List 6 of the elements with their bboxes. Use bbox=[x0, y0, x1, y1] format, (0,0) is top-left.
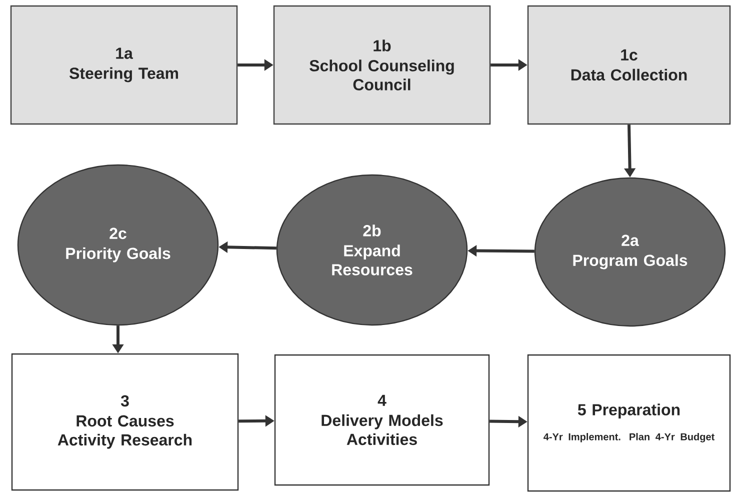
process-box: 5 Preparation 4-Yr Implement. Plan 4-Yr Budget bbox=[527, 354, 731, 492]
process-box: 1b School Counseling Council bbox=[273, 5, 491, 125]
process-box: 3 Root Causes Activity Research bbox=[11, 353, 239, 491]
process-box: 4 Delivery Models Activities bbox=[274, 354, 490, 486]
process-box: 1a Steering Team bbox=[10, 5, 238, 125]
process-box: 1c Data Collection bbox=[527, 5, 731, 125]
